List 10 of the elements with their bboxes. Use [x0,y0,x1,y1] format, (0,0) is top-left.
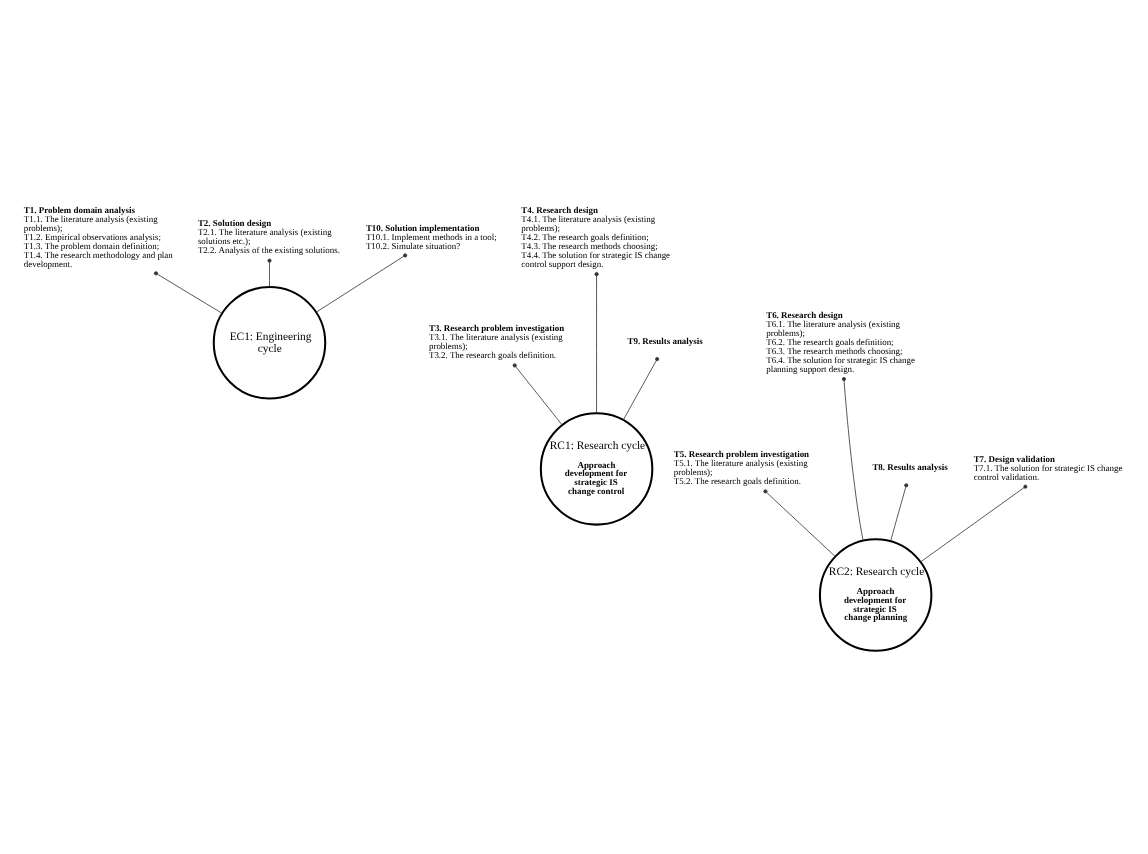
connector [267,258,272,288]
connector [153,271,223,314]
connector [623,357,660,421]
connector [594,272,599,414]
connector [890,483,909,542]
connector [841,377,864,541]
connector [315,253,408,313]
connector [920,484,1028,563]
connector [512,363,563,426]
connector [763,489,836,557]
